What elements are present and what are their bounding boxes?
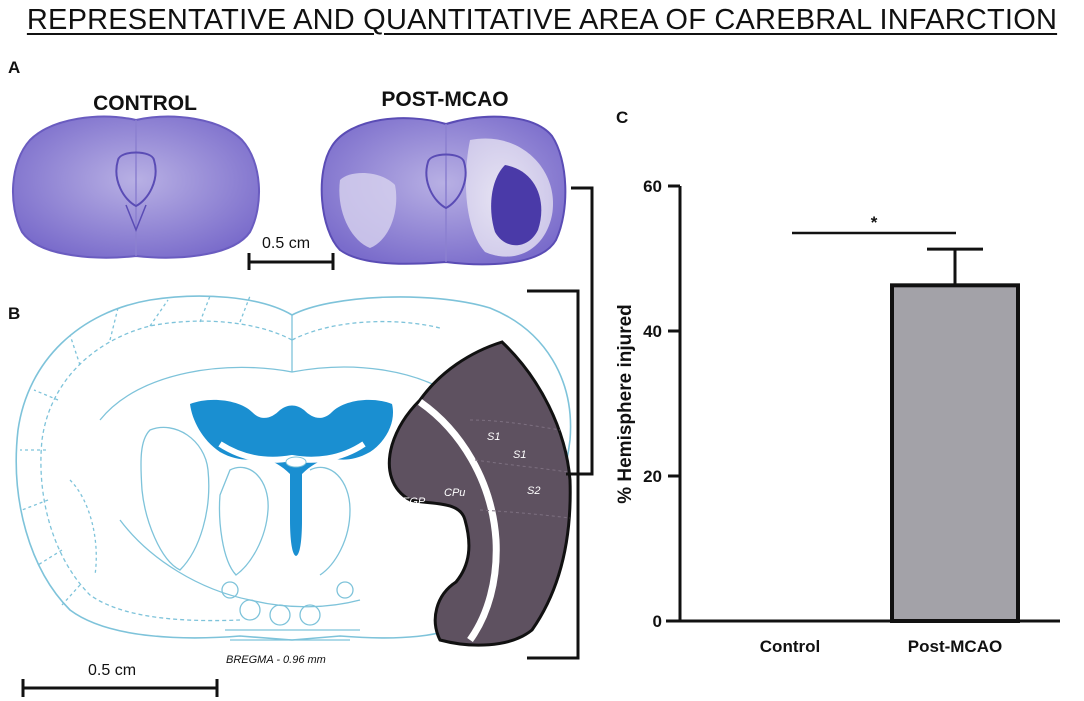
x-tick-label: Control xyxy=(760,637,820,656)
y-axis-label: % Hemisphere injured xyxy=(615,304,636,504)
y-tick-label: 40 xyxy=(643,322,662,341)
lateral-ventricle xyxy=(190,399,394,556)
control-label: CONTROL xyxy=(93,92,197,115)
significance-star: * xyxy=(871,213,878,232)
panel-b-scale-bar xyxy=(21,679,219,697)
panel-a-scale-label: 0.5 cm xyxy=(262,235,311,252)
region-s1-upper: S1 xyxy=(487,431,500,443)
bars xyxy=(890,247,1020,623)
y-ticks: 0 20 40 60 xyxy=(643,177,680,631)
panel-a-letter: A xyxy=(8,58,21,77)
significance-marker: * xyxy=(792,213,956,235)
x-tick-label: Post-MCAO xyxy=(908,637,1002,656)
region-egp: EGP xyxy=(402,496,426,508)
control-brain-section xyxy=(12,115,260,259)
post-mcao-brain-section xyxy=(320,115,567,266)
region-cpu: CPu xyxy=(444,487,465,499)
region-s1-lower: S1 xyxy=(513,449,526,461)
atlas-section xyxy=(15,295,572,641)
region-s2: S2 xyxy=(527,485,540,497)
connecting-brackets xyxy=(527,186,594,660)
post-mcao-label: POST-MCAO xyxy=(381,88,509,111)
bar-chart: 0 20 40 60 Control Post-MCAO * % Hemisphere … xyxy=(615,177,1060,656)
y-tick-label: 0 xyxy=(653,612,662,631)
figure-title-text: REPRESENTATIVE AND QUANTITATIVE AREA OF … xyxy=(26,4,1058,36)
x-tick-labels: Control Post-MCAO xyxy=(760,637,1002,656)
bar-post-mcao xyxy=(890,283,1020,623)
bregma-label: BREGMA - 0.96 mm xyxy=(226,654,326,666)
panel-c-letter: C xyxy=(616,108,629,127)
figure-title: REPRESENTATIVE AND QUANTITATIVE AREA OF … xyxy=(0,4,1084,37)
panel-b-letter: B xyxy=(8,304,21,323)
y-tick-label: 60 xyxy=(643,177,662,196)
panel-b-scale-label: 0.5 cm xyxy=(88,662,137,679)
panel-a-scale-bar xyxy=(247,253,335,270)
infarct-region: S1 S1 S2 CPu EGP xyxy=(387,340,572,647)
y-tick-label: 20 xyxy=(643,467,662,486)
